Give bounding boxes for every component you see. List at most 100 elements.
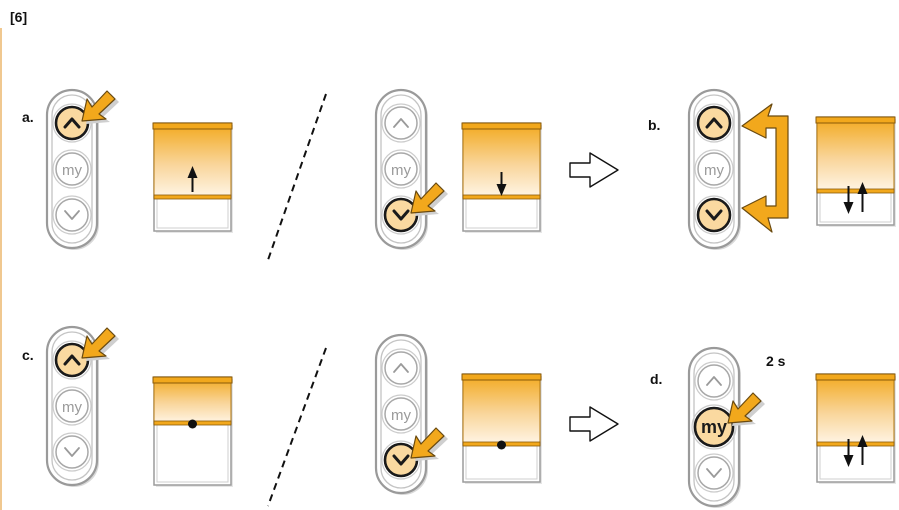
chevron-up-icon	[393, 118, 409, 128]
pointer-arrow-c	[81, 327, 116, 359]
blind-c-lowered	[461, 373, 542, 484]
down-button	[55, 198, 89, 232]
up-button-ring	[381, 103, 421, 143]
pointer-arrow-a	[81, 90, 116, 122]
remote-inner-outline	[693, 94, 735, 244]
step-label-b: b.	[648, 117, 661, 133]
blind-top-box	[815, 373, 896, 381]
my-button	[693, 406, 735, 448]
down-arrow-icon	[496, 184, 507, 196]
remote-control-a-up: my	[45, 88, 99, 250]
blind-a-raised	[152, 122, 233, 233]
chevron-up-icon	[63, 354, 81, 366]
blind-top-box	[815, 116, 896, 124]
blind-c-raised	[152, 376, 233, 487]
remote-inner-outline	[380, 94, 422, 244]
my-button-label: my	[62, 162, 82, 179]
remote-inner-outline	[380, 339, 422, 489]
blind-fabric	[816, 373, 895, 446]
figure-number: [6]	[10, 9, 28, 25]
separator-bottom	[267, 347, 327, 507]
up-button	[384, 351, 418, 385]
pointer-arrow-d	[727, 392, 762, 424]
blind-top-box	[461, 373, 542, 381]
up-arrow-icon	[187, 166, 198, 178]
blind-d-both	[815, 373, 896, 484]
remote-control-d: my	[687, 346, 741, 508]
down-button-ring	[52, 195, 92, 235]
remote-control-a-down: my	[374, 88, 428, 250]
remote-control-c-up: my	[45, 325, 99, 487]
step-label-c: c.	[22, 347, 34, 363]
up-arrow-icon	[857, 182, 868, 194]
remote-control-b: my	[687, 88, 741, 250]
pointer-arrow-c-down	[410, 427, 445, 459]
position-dot	[497, 440, 506, 450]
blind-bottom-bar	[816, 441, 895, 447]
my-button-ring	[381, 149, 421, 189]
left-margin-rule	[0, 28, 2, 510]
my-button-ring	[52, 386, 92, 426]
my-button-ring	[381, 394, 421, 434]
my-button-ring	[52, 149, 92, 189]
pointer-bracket-b	[741, 103, 789, 233]
blind-b-both	[815, 116, 896, 227]
chevron-down-icon	[64, 447, 80, 457]
blind-top-box	[461, 122, 542, 130]
step-label-a: a.	[22, 109, 34, 125]
flow-arrow-bottom	[569, 406, 619, 442]
separator-top	[267, 93, 327, 261]
my-button-label: my	[391, 407, 411, 424]
my-button-label: my	[62, 399, 82, 416]
hold-time-label: 2 s	[766, 353, 786, 369]
down-arrow-icon	[843, 202, 854, 214]
blind-fabric	[816, 116, 895, 193]
chevron-down-icon	[706, 468, 722, 478]
chevron-up-icon	[705, 117, 723, 129]
down-button-ring	[52, 432, 92, 472]
down-button	[55, 435, 89, 469]
my-button-ring	[691, 404, 737, 450]
chevron-up-icon	[393, 363, 409, 373]
up-button	[54, 105, 90, 141]
blind-fabric	[462, 373, 541, 446]
chevron-down-icon	[705, 209, 723, 221]
remote-control-c-down: my	[374, 333, 428, 495]
blind-top-box	[152, 122, 233, 130]
chevron-down-icon	[64, 210, 80, 220]
blind-a-lowered	[461, 122, 542, 233]
up-button	[696, 105, 732, 141]
my-button	[697, 152, 731, 186]
my-button-label: my	[704, 162, 724, 179]
chevron-up-icon	[63, 117, 81, 129]
down-button	[383, 442, 419, 478]
my-button-label: my	[391, 162, 411, 179]
down-button	[696, 197, 732, 233]
my-button	[55, 389, 89, 423]
up-button-ring	[694, 103, 734, 143]
blind-bottom-bar	[153, 194, 232, 200]
chevron-up-icon	[706, 376, 722, 386]
position-dot	[188, 419, 197, 429]
my-button-label: my	[701, 417, 727, 437]
my-button	[384, 397, 418, 431]
down-button	[697, 456, 731, 490]
chevron-down-icon	[392, 454, 410, 466]
blind-bottom-bar	[816, 188, 895, 194]
remote-inner-outline	[51, 331, 93, 481]
up-button-ring	[694, 361, 734, 401]
down-button-ring	[694, 195, 734, 235]
down-arrow-icon	[843, 455, 854, 467]
blind-top-box	[152, 376, 233, 384]
up-button	[54, 342, 90, 378]
down-button-ring	[694, 453, 734, 493]
pointer-arrow-a-down	[410, 182, 445, 214]
my-button	[384, 152, 418, 186]
up-button	[697, 364, 731, 398]
my-button	[55, 152, 89, 186]
chevron-down-icon	[392, 209, 410, 221]
down-button	[383, 197, 419, 233]
up-button	[384, 106, 418, 140]
